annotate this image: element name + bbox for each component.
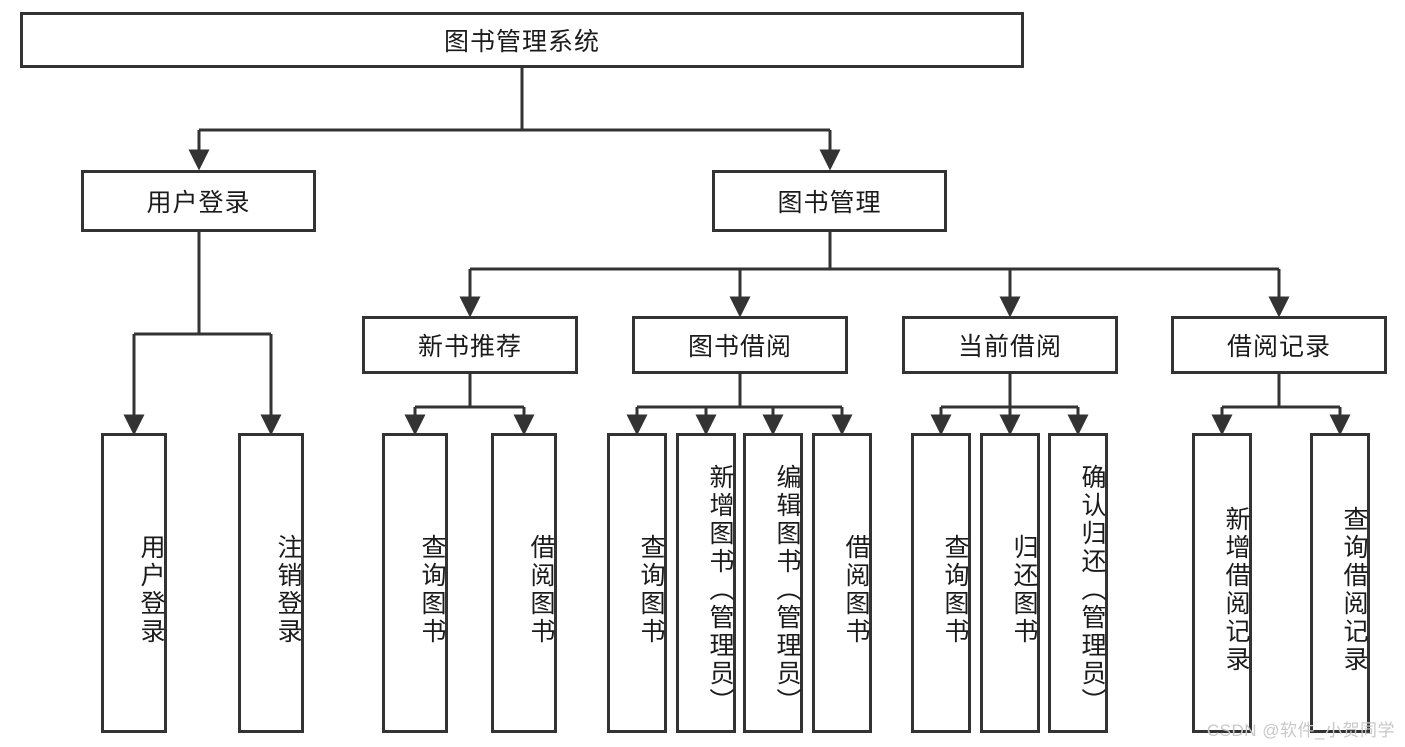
- node-leaf-borrow-book-1[interactable]: 借阅图书: [491, 433, 557, 733]
- node-leaf-user-logout[interactable]: 注销登录: [238, 433, 304, 733]
- node-leaf-return-book[interactable]: 归还图书: [980, 433, 1040, 733]
- node-leaf-add-record[interactable]: 新增借阅记录: [1192, 433, 1252, 733]
- node-leaf-add-book[interactable]: 新增图书（管理员）: [676, 433, 736, 733]
- node-leaf-return-book-label: 归还图书: [1010, 534, 1038, 646]
- node-leaf-user-login[interactable]: 用户登录: [101, 433, 167, 733]
- node-leaf-add-record-label: 新增借阅记录: [1222, 506, 1250, 674]
- node-leaf-query-book-3-label: 查询图书: [941, 534, 969, 646]
- node-leaf-query-record-label: 查询借阅记录: [1340, 506, 1368, 674]
- node-user-login[interactable]: 用户登录: [81, 170, 316, 232]
- node-user-login-label: 用户登录: [146, 189, 251, 217]
- node-leaf-borrow-book-2[interactable]: 借阅图书: [812, 433, 872, 733]
- node-leaf-query-record[interactable]: 查询借阅记录: [1310, 433, 1370, 733]
- node-leaf-borrow-book-2-label: 借阅图书: [842, 534, 870, 646]
- node-new-book-recommend-label: 新书推荐: [417, 333, 522, 361]
- node-leaf-query-book-3[interactable]: 查询图书: [911, 433, 971, 733]
- node-leaf-add-book-label: 新增图书（管理员）: [706, 464, 734, 716]
- node-leaf-edit-book[interactable]: 编辑图书（管理员）: [743, 433, 803, 733]
- node-leaf-user-login-label: 用户登录: [137, 534, 165, 646]
- csdn-watermark: CSDN @软件_小贺同学: [1206, 721, 1395, 740]
- node-book-manage-label: 图书管理: [777, 189, 882, 217]
- node-borrow-record-label: 借阅记录: [1226, 333, 1331, 361]
- node-leaf-borrow-book-1-label: 借阅图书: [527, 534, 555, 646]
- node-current-borrow-label: 当前借阅: [957, 333, 1062, 361]
- node-leaf-query-book-1-label: 查询图书: [418, 534, 446, 646]
- node-borrow-record[interactable]: 借阅记录: [1171, 316, 1387, 374]
- node-new-book-recommend[interactable]: 新书推荐: [362, 316, 578, 374]
- node-book-borrow-label: 图书借阅: [687, 333, 792, 361]
- node-book-borrow[interactable]: 图书借阅: [632, 316, 848, 374]
- node-root[interactable]: 图书管理系统: [20, 12, 1024, 68]
- node-leaf-query-book-2[interactable]: 查询图书: [607, 433, 667, 733]
- node-leaf-confirm-return[interactable]: 确认归还（管理员）: [1048, 433, 1108, 733]
- node-book-manage[interactable]: 图书管理: [712, 170, 947, 232]
- node-current-borrow[interactable]: 当前借阅: [902, 316, 1118, 374]
- node-leaf-edit-book-label: 编辑图书（管理员）: [773, 464, 801, 716]
- node-leaf-query-book-2-label: 查询图书: [637, 534, 665, 646]
- node-leaf-user-logout-label: 注销登录: [274, 534, 302, 646]
- node-leaf-confirm-return-label: 确认归还（管理员）: [1078, 464, 1106, 716]
- node-leaf-query-book-1[interactable]: 查询图书: [382, 433, 448, 733]
- node-root-label: 图书管理系统: [443, 28, 600, 56]
